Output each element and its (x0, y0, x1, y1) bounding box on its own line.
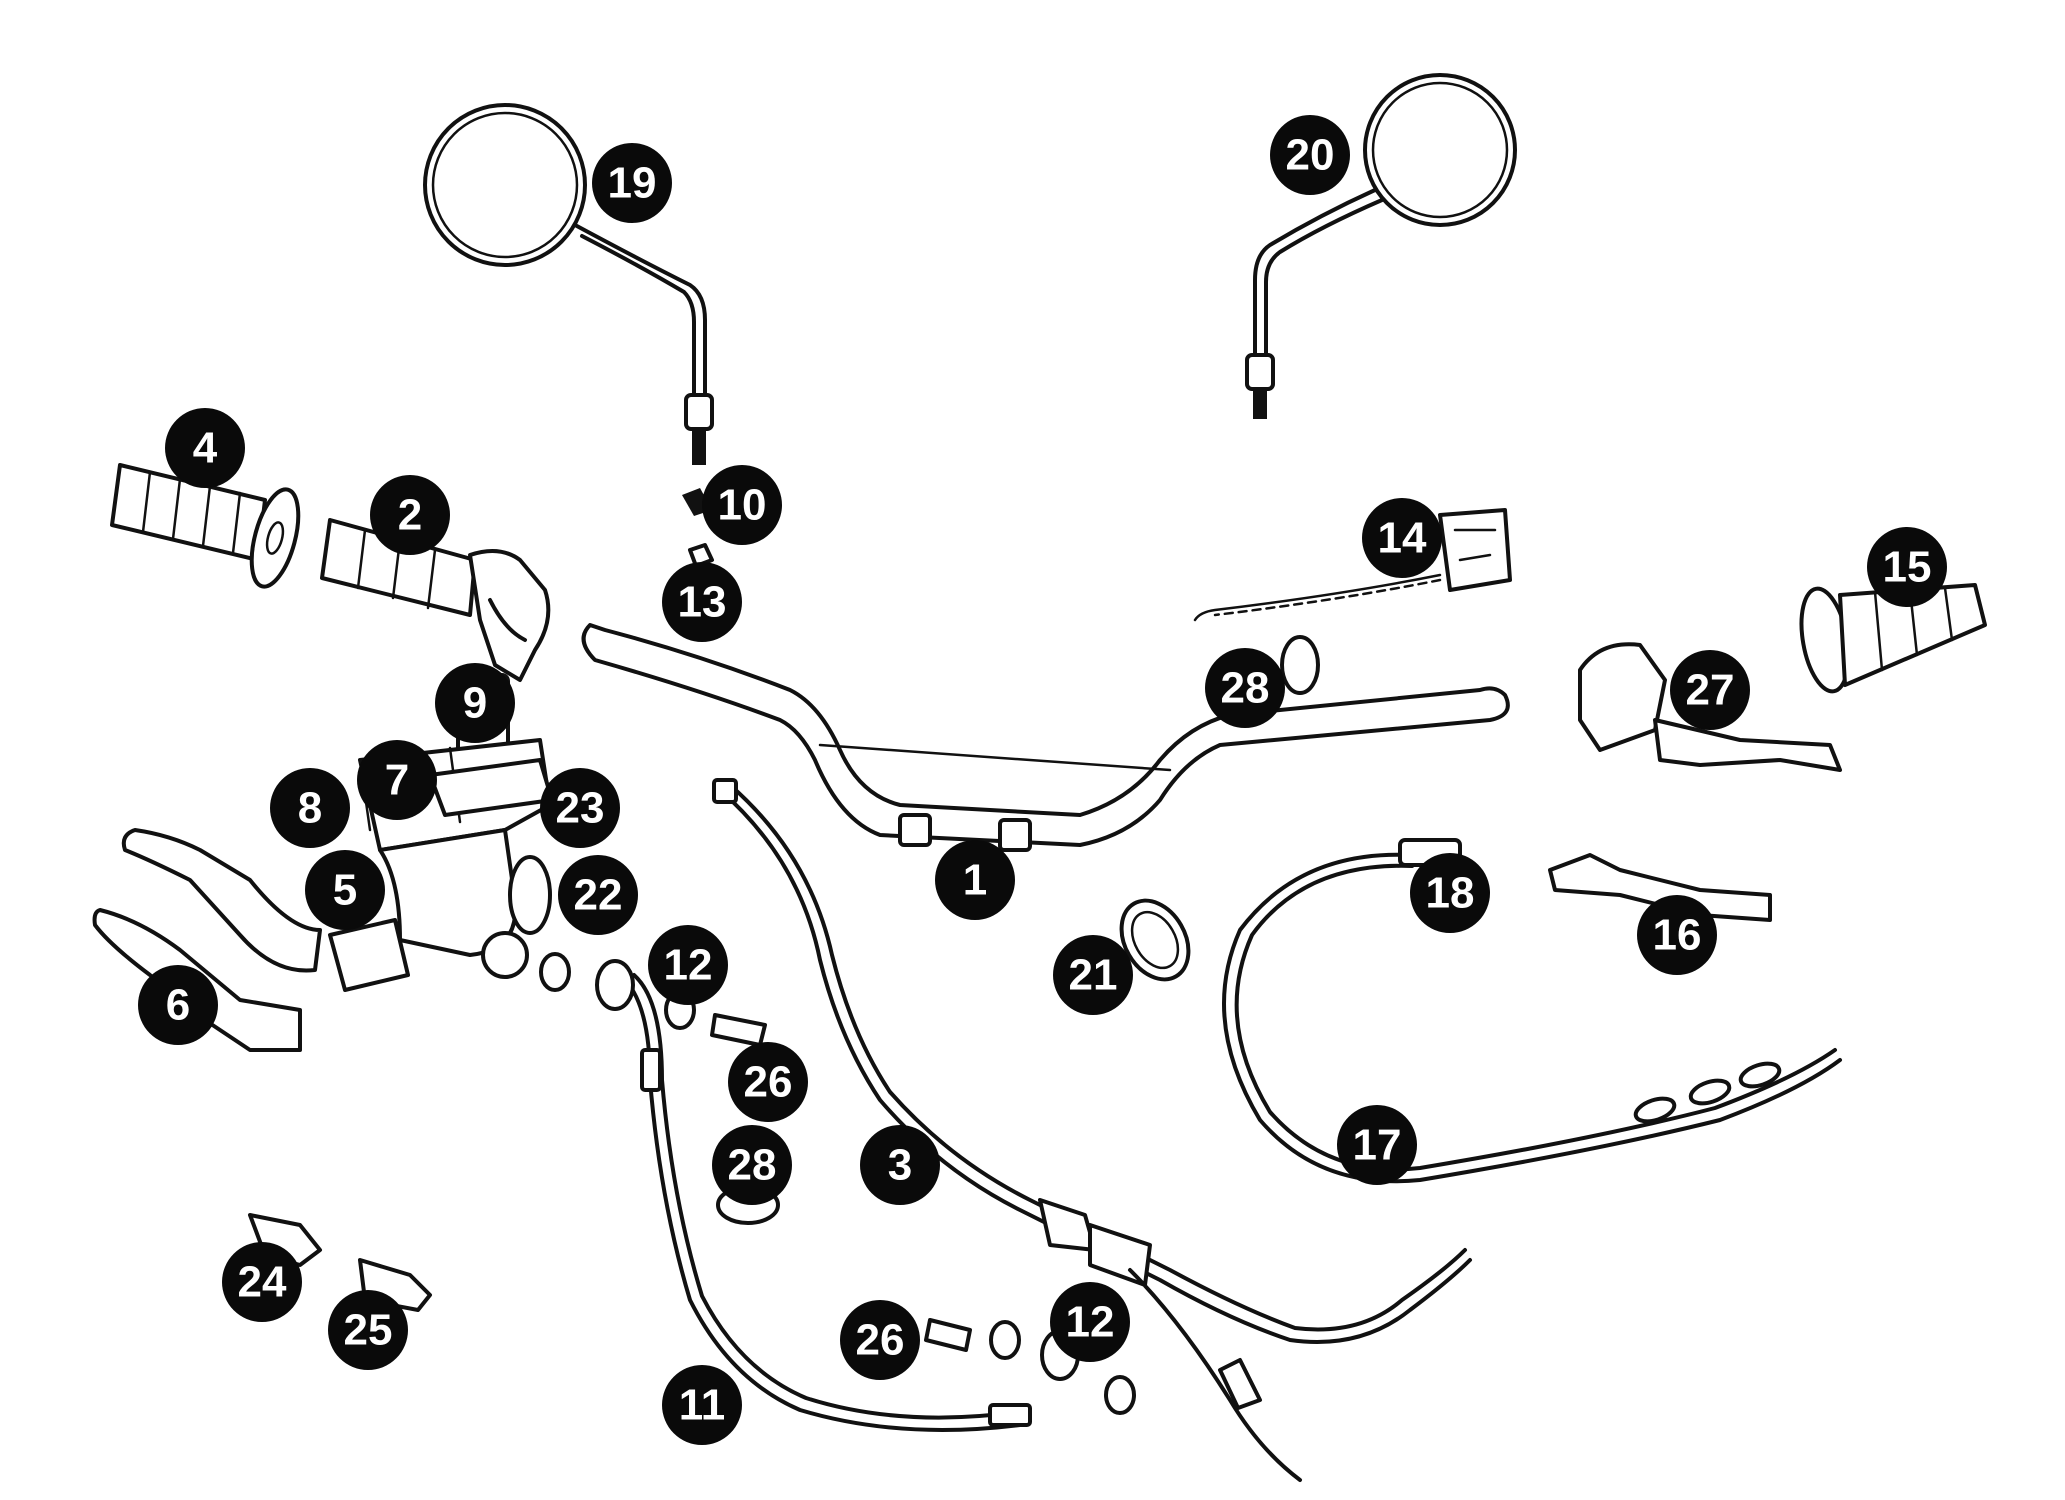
clamp-ring (1280, 635, 1320, 695)
clutch-cable (1222, 838, 1842, 1184)
callout-26b: 26 (840, 1300, 920, 1380)
callout-label-22: 22 (574, 871, 623, 920)
callout-22: 22 (558, 855, 638, 935)
callout-17: 17 (1337, 1105, 1417, 1185)
callout-label-17: 17 (1353, 1121, 1402, 1170)
callout-label-2: 2 (398, 491, 422, 540)
callout-label-4: 4 (193, 424, 218, 473)
callout-10: 10 (702, 465, 782, 545)
callout-label-6: 6 (166, 981, 190, 1030)
right-mirror (1245, 73, 1517, 419)
callout-13: 13 (662, 562, 742, 642)
callout-14: 14 (1362, 498, 1442, 578)
clutch-perch-lever (1578, 642, 1842, 772)
callout-label-26a: 26 (744, 1058, 793, 1107)
callout-label-23: 23 (556, 784, 605, 833)
callout-19: 19 (592, 143, 672, 223)
callout-8: 8 (270, 768, 350, 848)
callout-2: 2 (370, 475, 450, 555)
left-grip (110, 463, 301, 589)
switch-with-wire (1193, 508, 1512, 622)
callout-label-10: 10 (718, 481, 767, 530)
callout-label-12a: 12 (664, 941, 713, 990)
callout-28b: 28 (712, 1125, 792, 1205)
callout-label-18: 18 (1426, 869, 1475, 918)
callout-label-5: 5 (333, 866, 357, 915)
callout-label-28b: 28 (728, 1141, 777, 1190)
callout-label-11: 11 (679, 1381, 726, 1430)
callout-4: 4 (165, 408, 245, 488)
callout-5: 5 (305, 850, 385, 930)
callout-7: 7 (357, 740, 437, 820)
callout-label-16: 16 (1653, 911, 1702, 960)
brake-hose (618, 973, 1032, 1432)
callout-label-1: 1 (963, 856, 987, 905)
callout-28a: 28 (1205, 648, 1285, 728)
callout-label-13: 13 (678, 578, 727, 627)
callout-18: 18 (1410, 853, 1490, 933)
spare-lever (1548, 853, 1772, 922)
throttle-cable (712, 778, 1472, 1482)
callout-9: 9 (435, 663, 515, 743)
callout-badges: 1 2 3 4 5 6 7 8 9 10 11 12 12 13 14 15 1… (138, 115, 1947, 1445)
callout-15: 15 (1867, 527, 1947, 607)
callout-1: 1 (935, 840, 1015, 920)
callout-label-28a: 28 (1221, 664, 1270, 713)
callout-23: 23 (540, 768, 620, 848)
callout-label-14: 14 (1378, 514, 1427, 563)
callout-24: 24 (222, 1242, 302, 1322)
callout-6: 6 (138, 965, 218, 1045)
callout-label-21: 21 (1069, 951, 1118, 1000)
callout-label-20: 20 (1286, 131, 1335, 180)
callout-label-7: 7 (385, 756, 409, 805)
callout-11: 11 (662, 1365, 742, 1445)
callout-label-19: 19 (608, 159, 657, 208)
callout-label-12b: 12 (1066, 1298, 1115, 1347)
callout-12b: 12 (1050, 1282, 1130, 1362)
callout-label-3: 3 (888, 1141, 912, 1190)
callout-26a: 26 (728, 1042, 808, 1122)
callout-27: 27 (1670, 650, 1750, 730)
callout-label-26b: 26 (856, 1316, 905, 1365)
callout-label-24: 24 (238, 1258, 287, 1307)
callout-16: 16 (1637, 895, 1717, 975)
callout-21: 21 (1053, 935, 1133, 1015)
callout-25: 25 (328, 1290, 408, 1370)
left-mirror (423, 103, 714, 465)
throttle-grip-assembly (320, 518, 551, 762)
callout-12a: 12 (648, 925, 728, 1005)
callout-label-15: 15 (1883, 543, 1932, 592)
callout-label-25: 25 (344, 1306, 393, 1355)
clamp-21 (1119, 898, 1191, 982)
handlebar (581, 623, 1510, 852)
callout-3: 3 (860, 1125, 940, 1205)
callout-label-8: 8 (298, 784, 322, 833)
callout-20: 20 (1270, 115, 1350, 195)
washers (539, 952, 1136, 1415)
callout-label-9: 9 (463, 679, 487, 728)
callout-label-27: 27 (1686, 666, 1735, 715)
